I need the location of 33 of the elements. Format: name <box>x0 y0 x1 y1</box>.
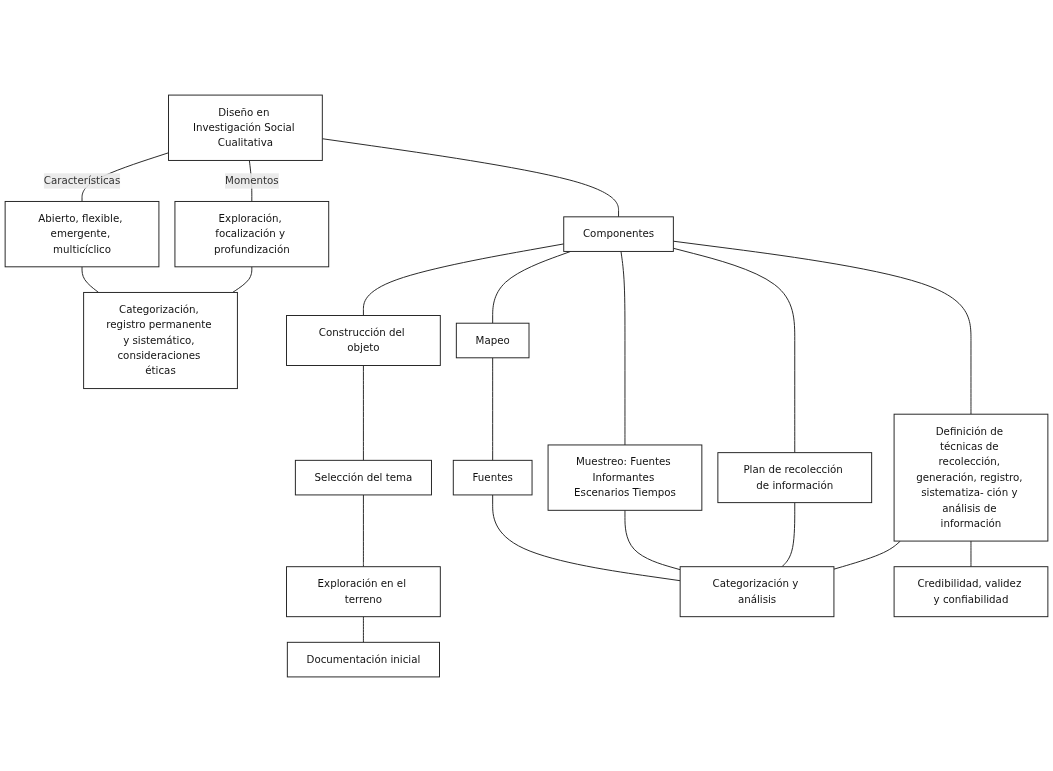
node-box: Categorización, registro permanente y sistemático, consideraciones éticas <box>83 291 238 389</box>
connector <box>362 615 364 643</box>
node-box: Documentación inicial <box>286 641 440 677</box>
node-box: Exploración en el terreno <box>286 565 441 617</box>
connector <box>321 137 620 217</box>
node-box: Selección del tema <box>294 459 432 495</box>
connector <box>781 501 796 567</box>
node-box: Abierto, flexible, emergente, multicíclico <box>4 200 160 267</box>
connector <box>362 242 565 316</box>
connector <box>492 356 494 461</box>
connector <box>672 240 972 415</box>
node-box: Credibilidad, validez y confiabilidad <box>893 565 1049 617</box>
node-box: Plan de recolección de información <box>717 451 873 503</box>
node-box: Construcción del objeto <box>286 314 441 366</box>
node-box: Categorización y análisis <box>679 565 835 617</box>
edge-label: Momentos <box>225 174 279 187</box>
connector <box>970 540 972 567</box>
connector <box>672 247 796 453</box>
node-box: Componentes <box>563 215 674 252</box>
connector <box>492 493 681 581</box>
node-box: Diseño en Investigación Social Cualitativa <box>168 94 323 161</box>
connector <box>362 493 364 567</box>
connector <box>624 509 681 570</box>
connector <box>362 364 364 461</box>
node-box: Exploración, focalización y profundización <box>174 200 330 267</box>
node-box: Fuentes <box>452 459 533 495</box>
connector <box>833 540 901 570</box>
connector <box>620 250 626 445</box>
connector <box>492 250 572 324</box>
node-box: Definición de técnicas de recolección, generación, registro, sistematiza- ción y análisis de información <box>893 413 1049 542</box>
edge-label: Características <box>43 174 121 187</box>
node-box: Mapeo <box>455 322 530 358</box>
node-box: Muestreo: Fuentes Informantes Escenarios Tiempos <box>547 443 703 511</box>
